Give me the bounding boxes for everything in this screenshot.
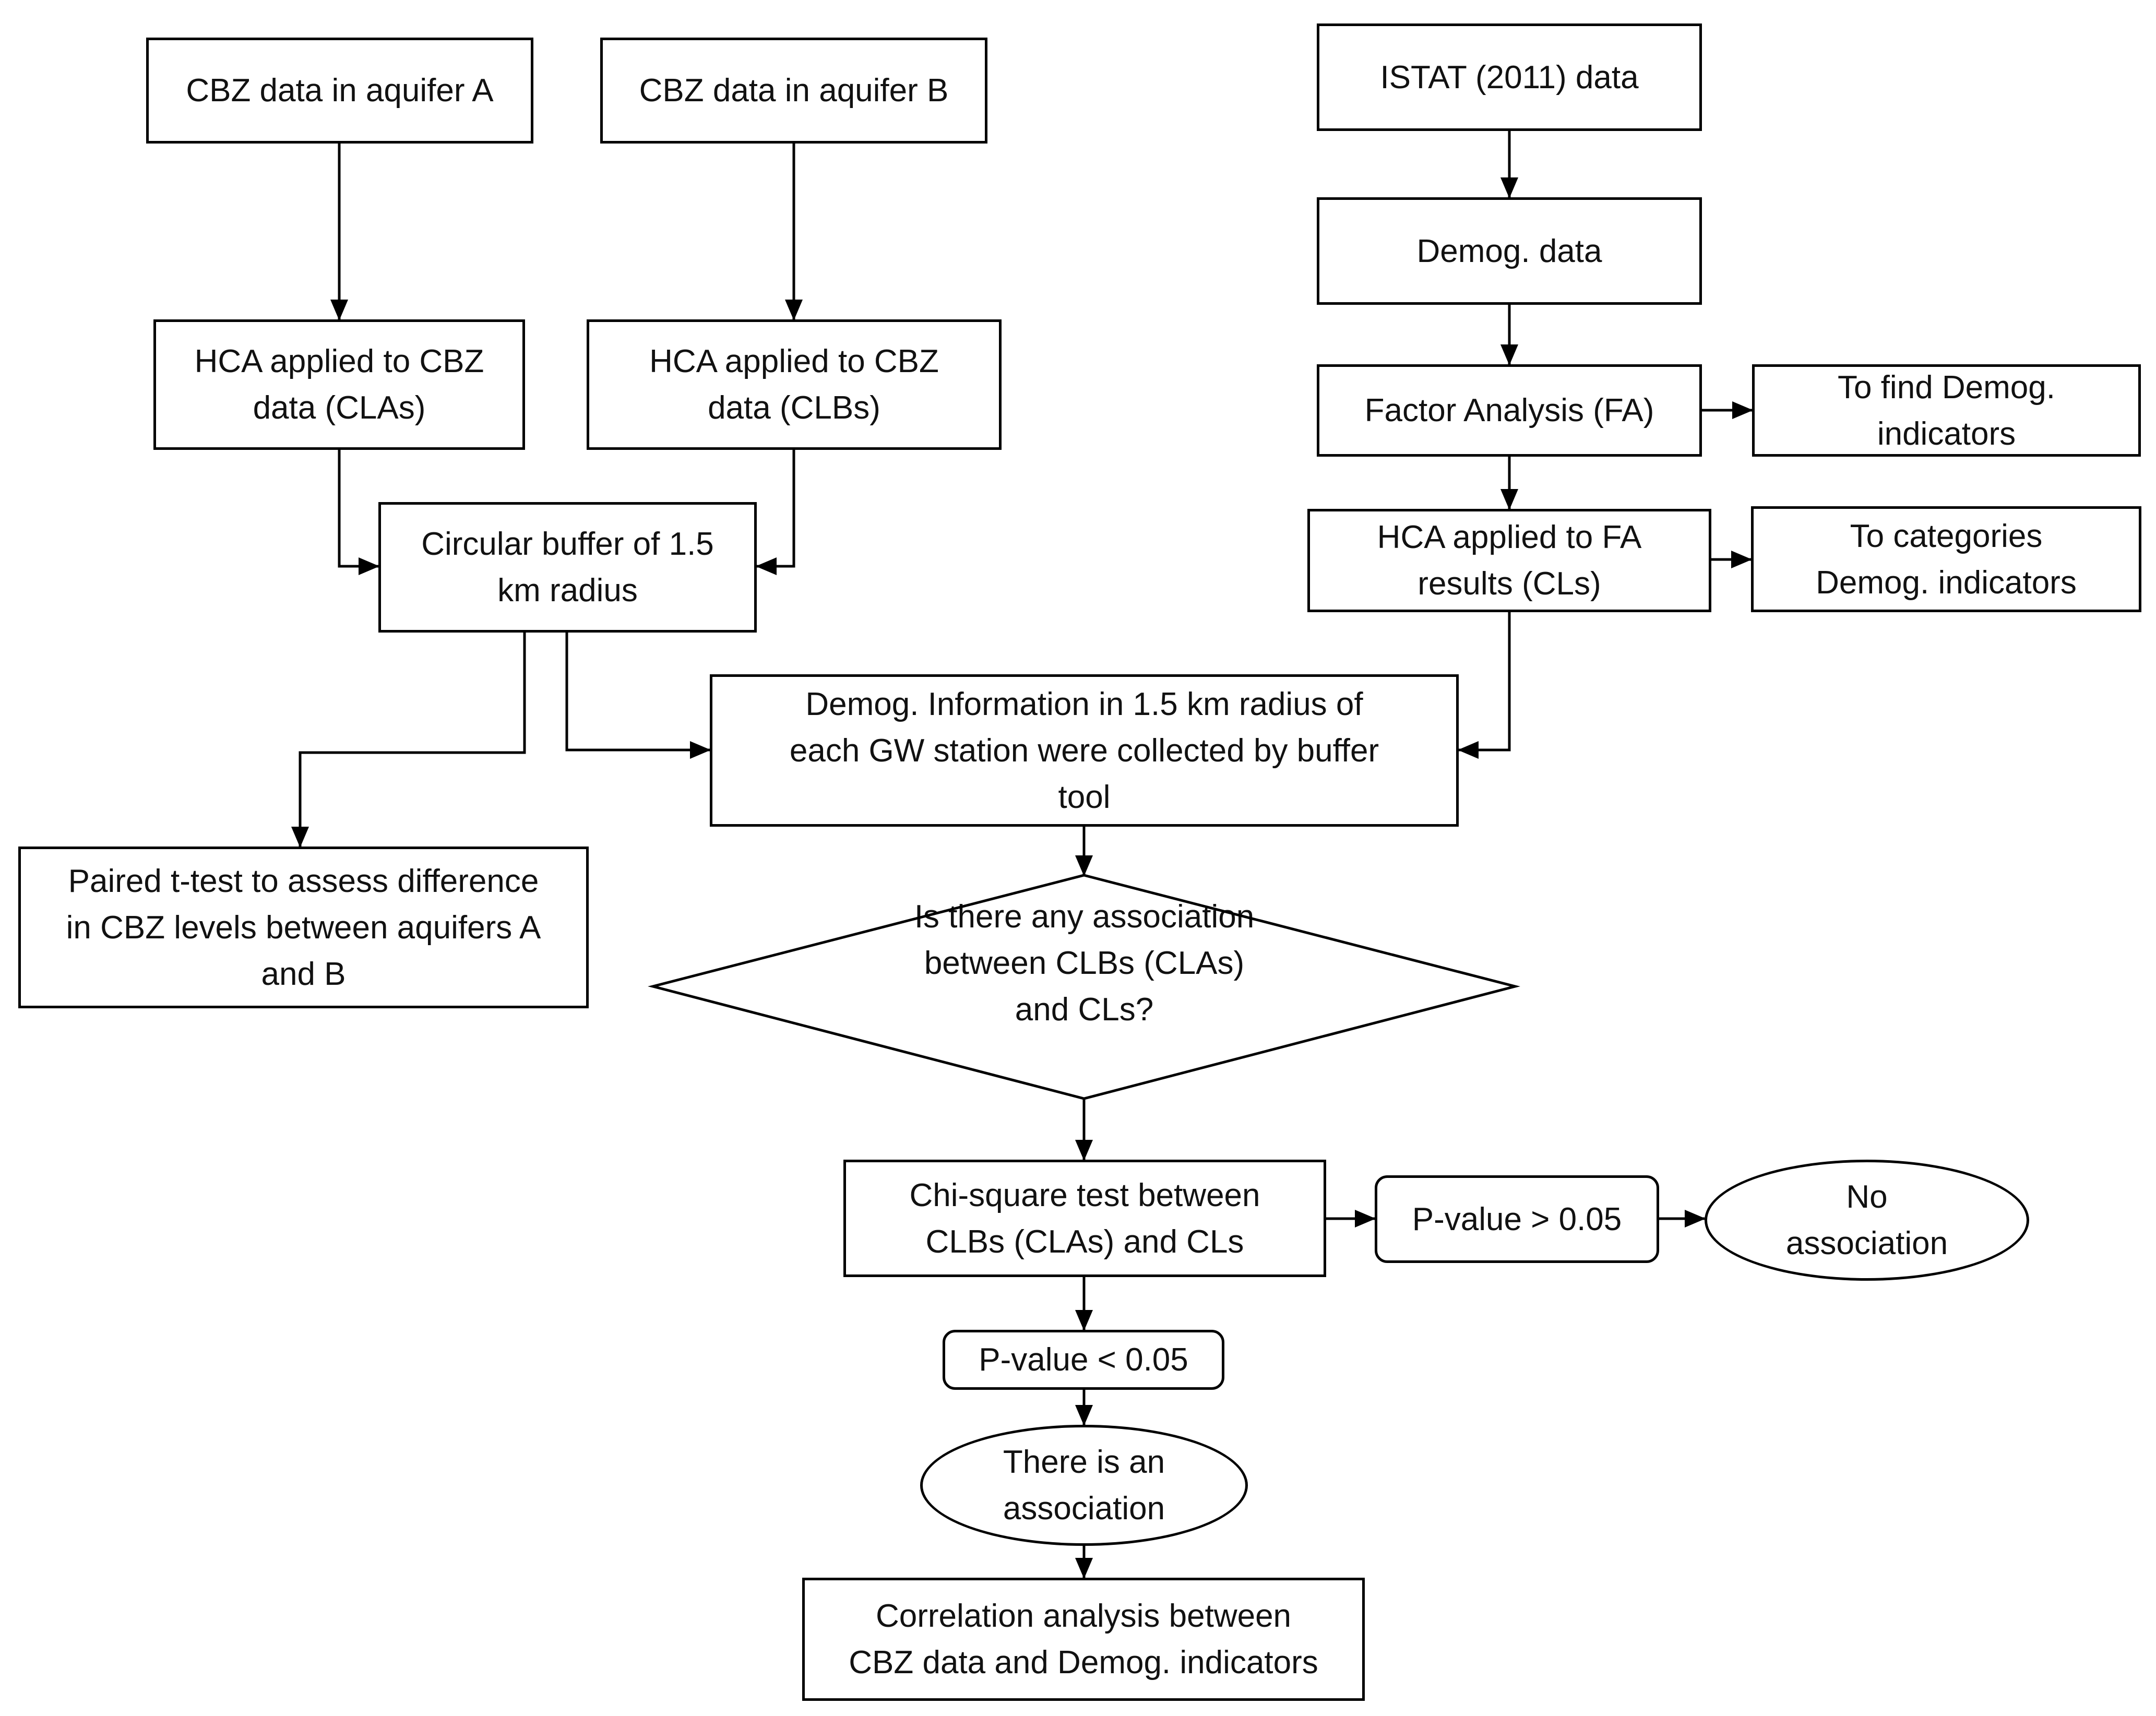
p-value-less-box: P-value < 0.05 <box>943 1330 1224 1390</box>
correlation-analysis-box: Correlation analysis between CBZ data an… <box>802 1578 1365 1701</box>
demog-data-box: Demog. data <box>1317 197 1702 305</box>
arrow-hca-clas-to-buffer <box>338 450 379 575</box>
decision-diamond <box>648 874 1520 1100</box>
find-demog-indicators-box: To find Demog. indicators <box>1752 364 2141 457</box>
cbz-aquifer-a-box: CBZ data in aquifer A <box>146 38 533 144</box>
hca-clbs-box: HCA applied to CBZ data (CLBs) <box>587 319 1002 450</box>
hca-fa-results-box: HCA applied to FA results (CLs) <box>1307 509 1711 612</box>
chi-square-test-box: Chi-square test between CLBs (CLAs) and … <box>843 1160 1326 1277</box>
cbz-aquifer-b-box: CBZ data in aquifer B <box>600 38 987 144</box>
there-is-association-ellipse: There is an association <box>920 1425 1248 1546</box>
arrow-buffer-to-demog-info <box>565 633 711 759</box>
p-value-greater-box: P-value > 0.05 <box>1375 1175 1659 1263</box>
istat-data-box: ISTAT (2011) data <box>1317 23 1702 131</box>
arrow-buffer-to-paired-test <box>291 633 526 848</box>
association-decision-label: Is there any association between CLBs (C… <box>914 898 1255 1028</box>
paired-t-test-box: Paired t-test to assess difference in CB… <box>18 847 589 1008</box>
factor-analysis-box: Factor Analysis (FA) <box>1317 364 1702 457</box>
hca-clas-box: HCA applied to CBZ data (CLAs) <box>153 319 525 450</box>
demog-information-box: Demog. Information in 1.5 km radius of e… <box>710 674 1459 827</box>
arrow-hca-clbs-to-buffer <box>756 450 795 575</box>
circular-buffer-box: Circular buffer of 1.5 km radius <box>378 502 757 633</box>
arrow-hca-fa-to-demog-info <box>1458 612 1511 759</box>
categories-demog-indicators-box: To categories Demog. indicators <box>1751 506 2141 612</box>
no-association-ellipse: No association <box>1705 1160 2029 1281</box>
